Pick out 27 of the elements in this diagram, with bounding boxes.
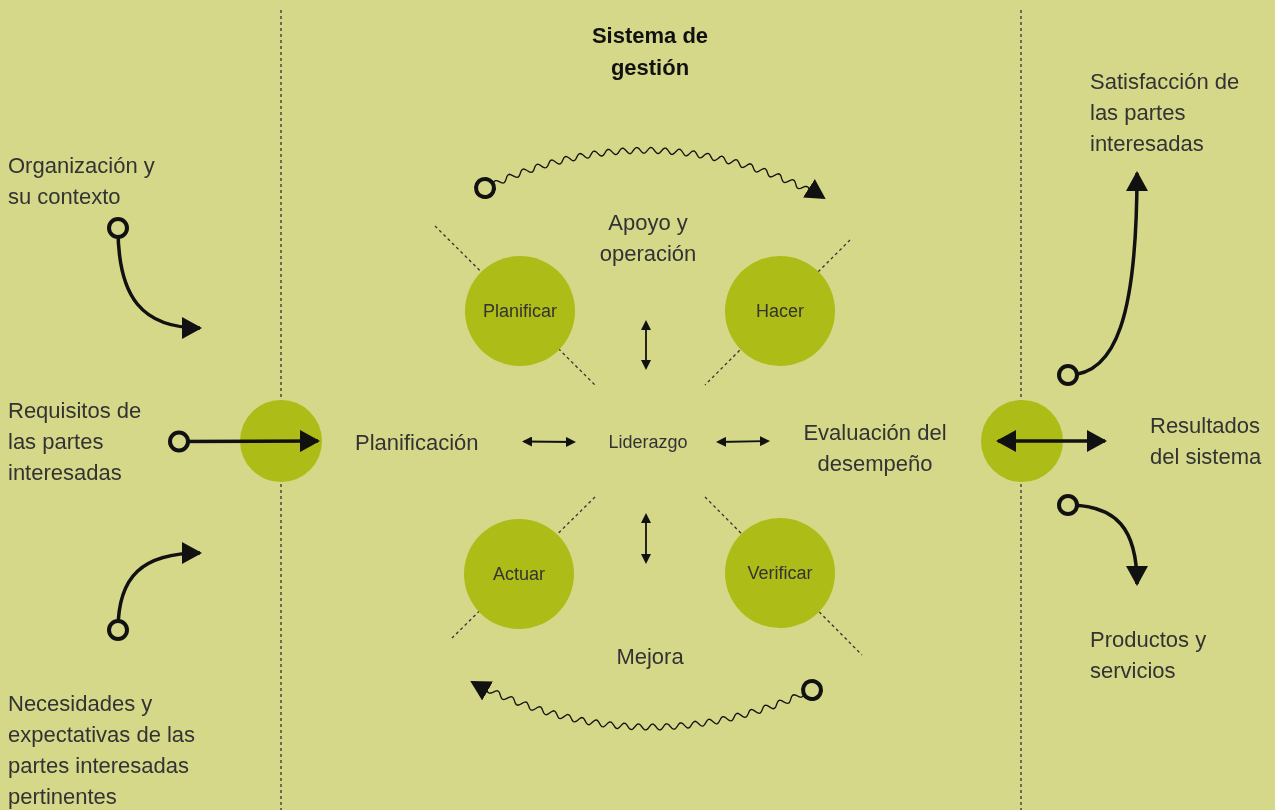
arrow	[716, 436, 770, 447]
arrow	[474, 146, 826, 200]
node-text: Planificación	[355, 427, 505, 458]
node-text: Satisfacción de las partes interesadas	[1090, 66, 1260, 159]
arrow	[107, 542, 202, 641]
arrow	[522, 436, 576, 447]
node-text: Necesidades y expectativas de las partes interesadas pertinentes	[8, 630, 223, 810]
node-text: Evaluación del desempeño	[790, 417, 960, 479]
phase-circle: Verificar	[725, 518, 835, 628]
arrow	[168, 430, 320, 453]
phase-circle: Planificar	[465, 256, 575, 366]
title: Sistema de gestión	[590, 22, 710, 82]
arrow	[470, 679, 823, 731]
node-text: Liderazgo	[598, 429, 698, 455]
node-text: Requisitos de las partes interesadas	[8, 395, 173, 488]
node-text: Productos y servicios	[1090, 584, 1260, 686]
arrow	[641, 513, 651, 564]
arrow	[1057, 171, 1148, 386]
phase-circle: Actuar	[464, 519, 574, 629]
arrow	[641, 320, 651, 370]
node-text: Resultados del sistema	[1108, 410, 1275, 472]
node-text: Mejora	[600, 641, 700, 672]
arrow	[1057, 494, 1148, 586]
phase-circle: Hacer	[725, 256, 835, 366]
node-text: Organización y su contexto	[8, 150, 168, 212]
arrow	[996, 430, 1107, 452]
arrow	[107, 217, 202, 339]
